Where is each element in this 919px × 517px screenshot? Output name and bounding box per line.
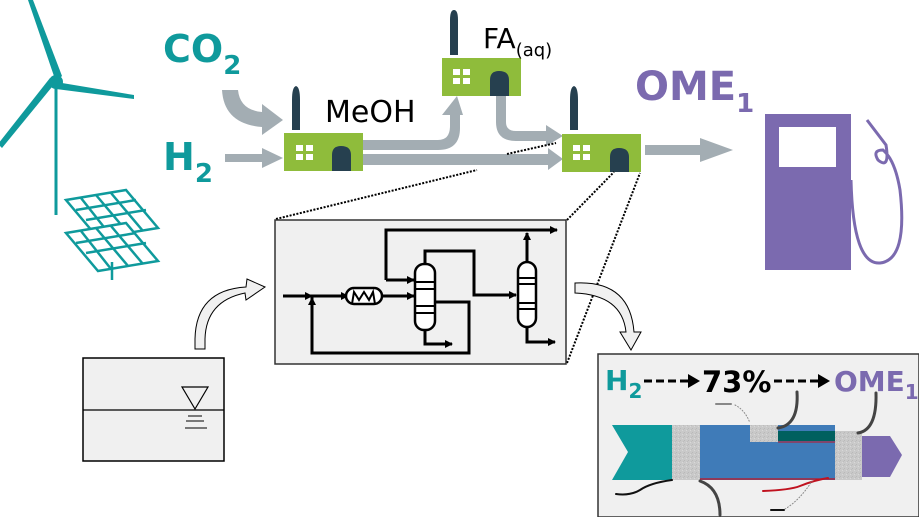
- process-flowsheet-panel: [274, 219, 567, 365]
- flowsheet-to-sankey-arrow: [574, 282, 642, 351]
- sankey-ome1-output-band: [862, 436, 902, 477]
- sankey-panel: H2 73% OME1: [597, 353, 919, 517]
- h2-label: H2: [163, 135, 213, 189]
- meoh-plant-icon: [284, 86, 363, 171]
- meoh-label: MeOH: [325, 95, 416, 130]
- sankey-dashed-arrow-2: [774, 374, 830, 388]
- ome1-label: OME1: [635, 64, 754, 119]
- storage-tank-icon: [82, 357, 225, 462]
- sankey-loss-node-1: [672, 425, 700, 480]
- solar-panel-icon: [63, 188, 161, 280]
- ome-plant-icon: [562, 86, 641, 172]
- water-level-icon: [180, 386, 210, 429]
- tank-to-flowsheet-arrow: [194, 278, 267, 350]
- co2-flow-arrow: [222, 90, 283, 135]
- distillation-column-1-icon: [413, 262, 437, 332]
- distillation-column-2-icon: [516, 260, 538, 329]
- h2-flow-arrow: [225, 148, 283, 168]
- fa-label: FA(aq): [483, 22, 552, 61]
- ome-to-pump-arrow: [645, 138, 733, 162]
- heat-exchanger-icon: [344, 286, 384, 306]
- sankey-gray-node-2: [750, 425, 778, 442]
- sankey-ome1-label: OME1: [834, 365, 919, 404]
- wind-turbine-icon: [0, 0, 134, 215]
- meoh-to-fa-arrow: [363, 96, 463, 150]
- zoom-lines: [275, 142, 641, 364]
- co2-label: CO2: [163, 27, 241, 81]
- sankey-h2-input-band: [612, 425, 672, 480]
- fa-to-ome-arrow: [496, 96, 563, 146]
- fuel-pump-icon: [765, 114, 904, 270]
- efficiency-label: 73%: [702, 365, 771, 399]
- fa-plant-icon: [442, 10, 521, 96]
- meoh-to-ome-arrow: [363, 148, 563, 170]
- sankey-h2-label: H2: [605, 364, 642, 403]
- sankey-dashed-arrow-1: [644, 374, 700, 388]
- sankey-darkteal-band: [778, 431, 835, 441]
- sankey-gray-node-3: [835, 431, 862, 480]
